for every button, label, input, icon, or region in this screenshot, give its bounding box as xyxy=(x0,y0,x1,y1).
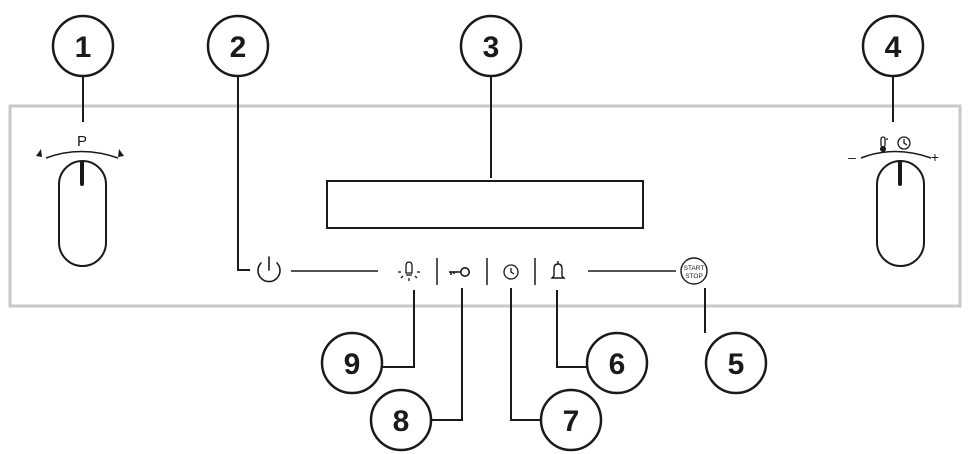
panel-lines xyxy=(291,258,676,285)
callout-number: 7 xyxy=(563,405,580,438)
arrow-right-icon xyxy=(118,149,124,157)
thermometer-icon xyxy=(879,136,888,153)
minus-sign: – xyxy=(848,149,856,165)
clock-icon xyxy=(503,264,519,280)
callout-2: 2 xyxy=(206,14,270,78)
leader-2 xyxy=(237,76,250,271)
callout-1: 1 xyxy=(51,14,115,78)
callout-number: 5 xyxy=(728,348,745,381)
child-lock-button[interactable] xyxy=(449,266,470,277)
callout-number: 3 xyxy=(483,31,500,64)
leader-lines xyxy=(82,76,894,421)
callout-3: 3 xyxy=(459,14,523,78)
light-bulb-icon xyxy=(398,261,420,281)
callout-6: 6 xyxy=(585,331,649,395)
program-selector-knob[interactable]: P xyxy=(36,133,124,267)
program-label: P xyxy=(77,133,87,150)
callout-7: 7 xyxy=(539,388,603,452)
callout-number: 2 xyxy=(230,31,247,64)
callout-8: 8 xyxy=(369,388,433,452)
timer-button[interactable] xyxy=(503,264,519,280)
leader-7 xyxy=(510,288,540,421)
key-icon xyxy=(449,266,470,277)
power-button[interactable] xyxy=(257,256,281,283)
callout-number: 1 xyxy=(75,31,92,64)
callout-number: 4 xyxy=(885,31,902,64)
temperature-time-knob[interactable]: – + xyxy=(848,136,939,267)
callout-5: 5 xyxy=(704,331,768,395)
leader-6 xyxy=(556,290,587,368)
callout-number: 9 xyxy=(344,348,361,381)
display-screen xyxy=(326,180,644,229)
leader-8 xyxy=(432,288,463,421)
start-stop-button[interactable]: START STOP xyxy=(680,257,708,285)
arrow-left-icon xyxy=(36,149,42,157)
callout-number: 6 xyxy=(609,348,626,381)
clock-icon xyxy=(897,136,911,150)
control-panel xyxy=(8,104,962,308)
callout-9: 9 xyxy=(320,331,384,395)
start-label: START xyxy=(684,265,705,272)
callout-4: 4 xyxy=(861,14,925,78)
bell-icon xyxy=(550,261,566,279)
stop-label: STOP xyxy=(685,273,703,280)
light-button[interactable] xyxy=(398,261,420,281)
leader-9 xyxy=(383,290,415,368)
plus-sign: + xyxy=(931,149,939,165)
alarm-button[interactable] xyxy=(550,261,566,279)
power-icon xyxy=(257,256,281,283)
callout-number: 8 xyxy=(393,405,410,438)
